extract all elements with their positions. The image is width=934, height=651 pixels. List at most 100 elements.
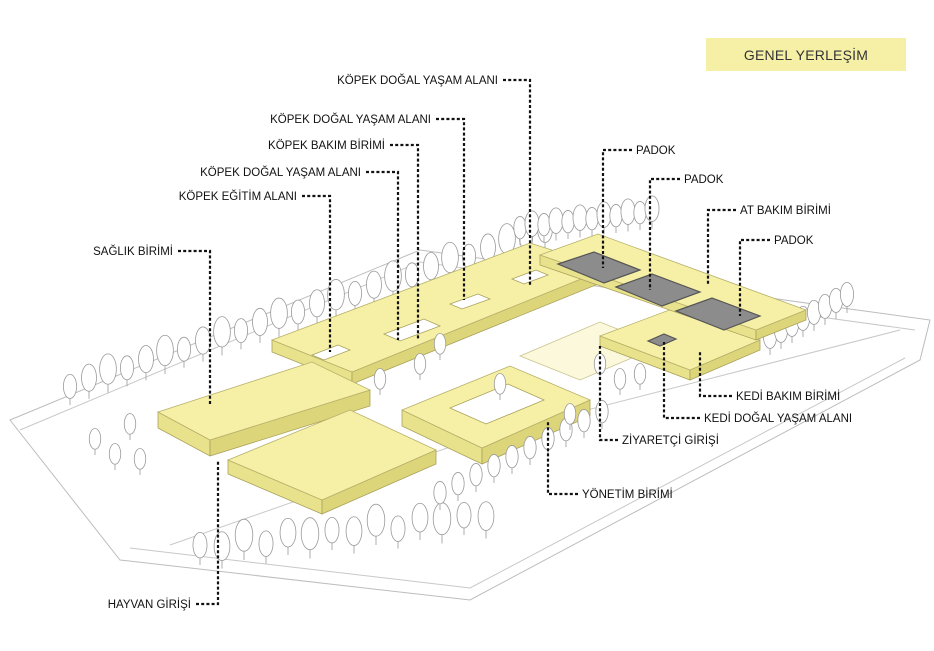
label-kedi-bakim: KEDİ BAKIM BİRİMİ [736, 390, 840, 403]
tree [81, 363, 97, 399]
leader-at-bakim [706, 208, 736, 285]
tree [523, 436, 537, 465]
tree [595, 400, 609, 429]
labels: KÖPEK DOĞAL YAŞAM ALANI KÖPEK DOĞAL YAŞA… [93, 74, 852, 611]
tree [807, 299, 822, 331]
tree [192, 531, 208, 565]
label-saglik: SAĞLIK BİRİMİ [93, 245, 173, 258]
tree [99, 353, 117, 393]
tree [252, 307, 268, 343]
tree [609, 204, 623, 233]
tree [258, 530, 274, 564]
tree [270, 297, 288, 337]
tree [477, 501, 495, 539]
label-yonetim: YÖNETİM BİRİMİ [582, 488, 673, 501]
tree [123, 413, 137, 440]
tree [63, 373, 78, 405]
label-kopek-egitim: KÖPEK EĞİTİM ALANI [179, 190, 297, 203]
tree [411, 502, 429, 540]
tree [176, 336, 191, 368]
label-kopek-dogal-1: KÖPEK DOĞAL YAŞAM ALANI [337, 74, 498, 87]
leader-ziyaretci [598, 346, 618, 442]
tree [290, 299, 305, 331]
tree [537, 213, 551, 242]
leader-kopek-dogal-1 [503, 78, 532, 285]
leader-hayvan-giris [196, 460, 220, 606]
tree [572, 204, 588, 238]
tree [300, 517, 320, 559]
tree [345, 516, 363, 554]
tree [234, 518, 254, 560]
leader-padok-3 [738, 238, 770, 316]
health-unit-building [156, 361, 372, 457]
tree [456, 501, 472, 535]
title-box: GENEL YERLEŞİM [706, 38, 906, 71]
tree [644, 195, 660, 229]
tree [327, 279, 345, 319]
tree [840, 281, 855, 313]
label-padok-3: PADOK [774, 235, 814, 247]
tree [451, 472, 465, 501]
tree [563, 403, 577, 430]
tree [505, 445, 519, 474]
leader-kedi-dogal [662, 342, 700, 420]
tree [156, 334, 174, 374]
cat-unit-building [598, 305, 762, 381]
tree [366, 270, 382, 306]
tree [390, 515, 406, 549]
leader-kopek-dogal-2 [436, 117, 466, 300]
tree [633, 201, 647, 230]
tree [493, 373, 507, 400]
tree [120, 355, 135, 387]
animal-entry-building [226, 409, 437, 515]
leader-kopek-bakim [390, 143, 420, 340]
tree [213, 316, 231, 356]
tree [279, 517, 297, 555]
leader-kopek-egitim [302, 194, 332, 352]
tree [309, 289, 325, 325]
tree [413, 353, 427, 380]
tree [469, 463, 483, 492]
tree [561, 210, 575, 239]
tree [829, 287, 844, 319]
tree [373, 368, 387, 395]
label-kopek-dogal-2: KÖPEK DOĞAL YAŞAM ALANI [270, 113, 431, 126]
tree [233, 318, 248, 350]
tree [133, 448, 147, 475]
label-kedi-dogal: KEDİ DOĞAL YAŞAM ALANI [704, 412, 852, 425]
tree [138, 345, 154, 381]
leader-padok-2 [648, 177, 680, 290]
tree [433, 481, 447, 510]
leader-saglik [178, 249, 212, 406]
tree [433, 333, 447, 360]
tree [613, 368, 627, 395]
trees-front [88, 333, 647, 569]
leader-padok-1 [601, 148, 632, 268]
label-ziyaretci: ZİYARETÇİ GİRİŞİ [622, 434, 719, 447]
page-title: GENEL YERLEŞİM [743, 46, 869, 63]
tree [585, 207, 599, 236]
label-kopek-bakim: KÖPEK BAKIM BİRİMİ [268, 139, 385, 152]
tree [384, 260, 402, 300]
tree [818, 293, 833, 325]
label-at-bakim: AT BAKIM BİRİMİ [740, 204, 831, 217]
leader-kedi-bakim [698, 350, 732, 398]
tree [324, 516, 340, 550]
tree [577, 409, 591, 438]
leader-yonetim [546, 420, 578, 496]
label-hayvan-giris: HAYVAN GİRİŞİ [108, 598, 191, 611]
label-padok-1: PADOK [636, 145, 676, 157]
tree [633, 363, 647, 390]
tree [620, 198, 636, 232]
label-kopek-dogal-3: KÖPEK DOĞAL YAŞAM ALANI [200, 166, 361, 179]
trees-back [63, 195, 855, 405]
leader-kopek-dogal-3 [366, 170, 400, 340]
tree [88, 428, 102, 455]
leader-lines [178, 78, 770, 606]
tree [487, 454, 501, 483]
tree [108, 443, 122, 470]
label-padok-2: PADOK [684, 174, 724, 186]
tree [213, 531, 231, 569]
tree [366, 503, 386, 545]
